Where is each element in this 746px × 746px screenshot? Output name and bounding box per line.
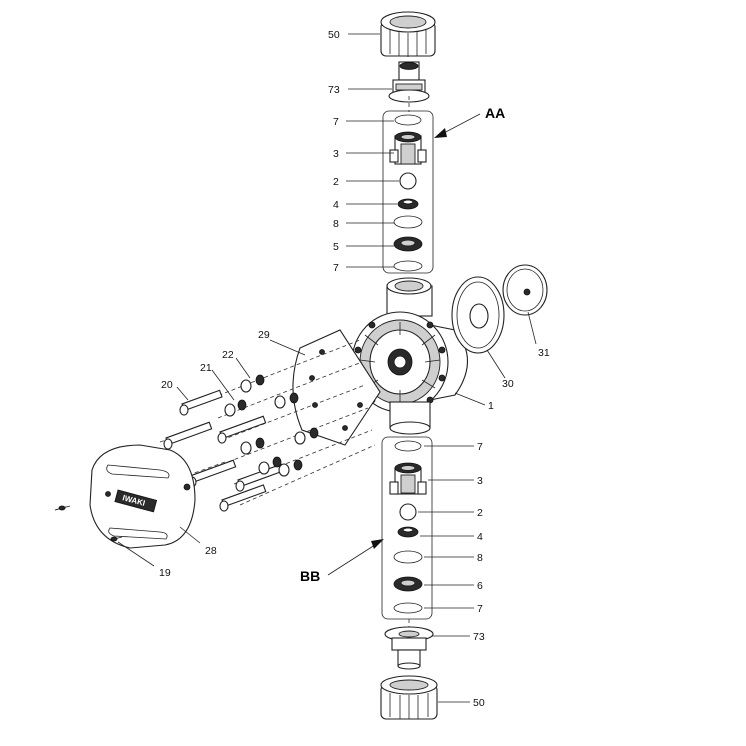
o-ring-7-top-lower [393, 260, 423, 272]
valve-ball-2-top [399, 172, 417, 190]
callout-arrows [327, 113, 481, 576]
label-22: 22 [222, 349, 234, 361]
assembly-box-bb [381, 436, 433, 620]
label-20: 20 [161, 379, 173, 391]
label-8-aa: 8 [333, 218, 339, 230]
label-1: 1 [488, 400, 494, 412]
label-50-top: 50 [328, 29, 340, 41]
bolts-20 [163, 389, 285, 512]
label-73-bottom: 73 [473, 631, 485, 643]
label-2-aa: 2 [333, 176, 339, 188]
pump-cover-28: IWAKI [89, 444, 196, 549]
valve-seat-4-bottom [397, 526, 419, 538]
callout-aa: AA [485, 105, 505, 121]
valve-seat-4-top [397, 198, 419, 210]
pump-head-1 [351, 277, 468, 435]
label-7-bb-1: 7 [477, 441, 483, 453]
washers-21-nuts-22 [224, 374, 319, 477]
label-7-bb-2: 7 [477, 603, 483, 615]
label-7-aa-1: 7 [333, 116, 339, 128]
valve-guide-3-bottom [389, 462, 427, 495]
union-nut-bottom [380, 675, 438, 720]
label-7-aa-2: 7 [333, 262, 339, 274]
label-3-bb: 3 [477, 475, 483, 487]
seat-holder-5 [393, 236, 423, 252]
diaphragm-30 [451, 276, 505, 354]
film-31 [502, 264, 548, 316]
label-4-aa: 4 [333, 199, 339, 211]
label-29: 29 [258, 329, 270, 341]
label-28: 28 [205, 545, 217, 557]
bracket-plate-29 [292, 329, 381, 446]
part-labels: 50 73 7 3 2 4 8 5 7 29 22 21 20 31 30 1 … [159, 29, 550, 709]
o-ring-7-bottom [394, 440, 422, 452]
assembly-box-aa [382, 110, 434, 274]
label-8-bb: 8 [477, 552, 483, 564]
gasket-8-top [393, 215, 423, 229]
label-4-bb: 4 [477, 531, 483, 543]
valve-guide-3-top [389, 131, 427, 165]
label-50-bottom: 50 [473, 697, 485, 709]
tail-piece-bottom [384, 626, 434, 670]
label-2-bb: 2 [477, 507, 483, 519]
leader-lines [54, 33, 537, 703]
seat-holder-6 [393, 576, 423, 592]
label-3-aa: 3 [333, 148, 339, 160]
o-ring-7-bottom-lower [393, 602, 423, 614]
label-21: 21 [200, 362, 212, 374]
label-6-bb: 6 [477, 580, 483, 592]
callout-bb: BB [300, 568, 320, 584]
label-19: 19 [159, 567, 171, 579]
label-30: 30 [502, 378, 514, 390]
o-ring-7-top [394, 114, 422, 126]
gasket-8-bottom [393, 550, 423, 564]
valve-ball-2-bottom [399, 503, 417, 521]
label-73-top: 73 [328, 84, 340, 96]
label-5-aa: 5 [333, 241, 339, 253]
label-31: 31 [538, 347, 550, 359]
union-nut-top [380, 11, 436, 57]
